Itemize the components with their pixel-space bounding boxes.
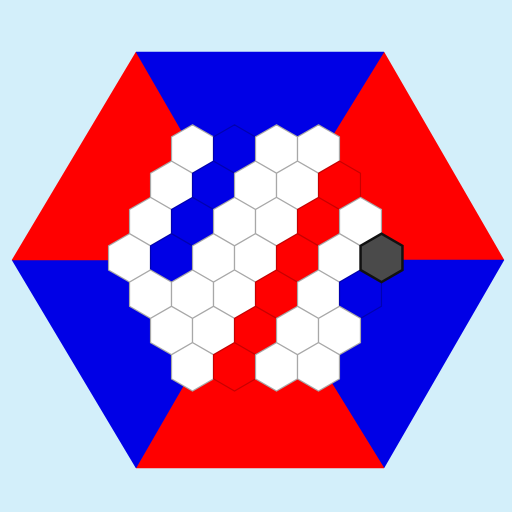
hex-cell-empty[interactable] — [296, 341, 341, 392]
hex-cell-selected[interactable] — [359, 232, 404, 284]
hex-cell-grid — [107, 124, 404, 392]
